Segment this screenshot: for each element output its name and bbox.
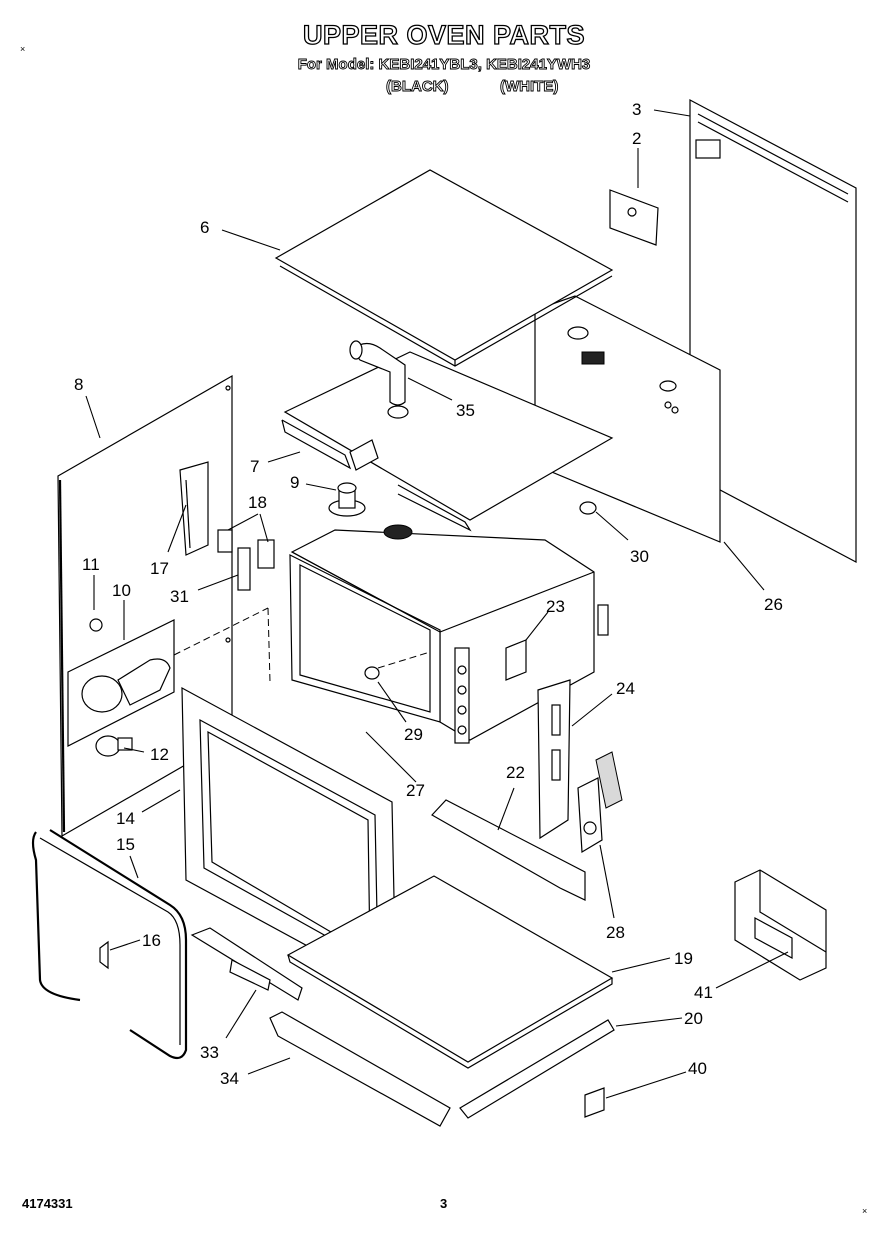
callout-29: 29 <box>404 725 423 744</box>
callout-8: 8 <box>74 375 83 394</box>
part-15-gasket <box>31 829 188 1060</box>
part-12-light-bulb <box>95 735 133 757</box>
part-16-clip <box>99 940 109 970</box>
part-7-top-shield <box>281 351 614 532</box>
part-23-bracket <box>505 639 527 681</box>
callout-33: 33 <box>200 1043 219 1062</box>
callout-7: 7 <box>250 457 259 476</box>
callout-9: 9 <box>290 473 299 492</box>
part-10-light-socket <box>67 607 271 747</box>
callout-24: 24 <box>616 679 635 698</box>
callout-35: 35 <box>456 401 475 420</box>
variant-black-label: (BLACK) <box>386 78 449 96</box>
callout-12: 12 <box>150 745 169 764</box>
part-2-bracket <box>609 189 659 246</box>
callout-2: 2 <box>632 129 641 148</box>
page-title: UPPER OVEN PARTS <box>302 19 586 50</box>
part-3-rear-panel <box>689 99 857 563</box>
part-34-front-trim <box>269 1011 451 1127</box>
callout-18: 18 <box>248 493 267 512</box>
part-24-hinge-receptacle <box>537 679 571 840</box>
part-number: 4174331 <box>22 1196 73 1211</box>
part-22-support-rail <box>431 799 586 901</box>
part-20-side-trim <box>459 1019 615 1119</box>
callout-17: 17 <box>150 559 169 578</box>
part-31-bracket <box>237 547 251 591</box>
part-19-bottom-panel <box>286 875 614 1069</box>
part-40-bracket <box>584 1087 605 1118</box>
corner-mark: × <box>20 44 26 54</box>
callout-41: 41 <box>694 983 713 1002</box>
part-27-oven-cavity <box>289 524 609 744</box>
variant-white-label: (WHITE) <box>500 78 559 96</box>
callout-23: 23 <box>546 597 565 616</box>
leader-lines <box>85 109 789 1099</box>
callout-6: 6 <box>200 218 209 237</box>
corner-mark: × <box>862 1206 868 1216</box>
model-subtitle: For Model: KEBI241YBL3, KEBI241YWH3 <box>297 56 591 74</box>
page-number: 3 <box>440 1196 448 1211</box>
callout-40: 40 <box>688 1059 707 1078</box>
part-9-vent-collar <box>328 482 366 517</box>
callout-28: 28 <box>606 923 625 942</box>
callout-15: 15 <box>116 835 135 854</box>
callout-16: 16 <box>142 931 161 950</box>
callout-labels: 3 2 6 35 8 7 9 18 17 31 11 10 30 26 23 2… <box>74 100 783 1088</box>
callout-30: 30 <box>630 547 649 566</box>
part-18-switch <box>257 539 275 569</box>
callout-10: 10 <box>112 581 131 600</box>
part-41-duct <box>734 869 827 981</box>
callout-22: 22 <box>506 763 525 782</box>
callout-27: 27 <box>406 781 425 800</box>
callout-31: 31 <box>170 587 189 606</box>
part-33-vent <box>190 927 303 1001</box>
callout-11: 11 <box>82 555 100 574</box>
callout-19: 19 <box>674 949 693 968</box>
part-30-plug <box>579 501 597 515</box>
callout-34: 34 <box>220 1069 239 1088</box>
callout-3: 3 <box>632 100 641 119</box>
part-11-grommet <box>89 618 103 632</box>
part-28-hinge <box>577 751 623 854</box>
callout-20: 20 <box>684 1009 703 1028</box>
part-6-top-panel <box>274 169 614 367</box>
callout-26: 26 <box>764 595 783 614</box>
part-35-vent-tube <box>349 340 406 406</box>
part-29-plug <box>364 666 380 680</box>
callout-14: 14 <box>116 809 135 828</box>
part-18-switch-2 <box>217 529 233 553</box>
